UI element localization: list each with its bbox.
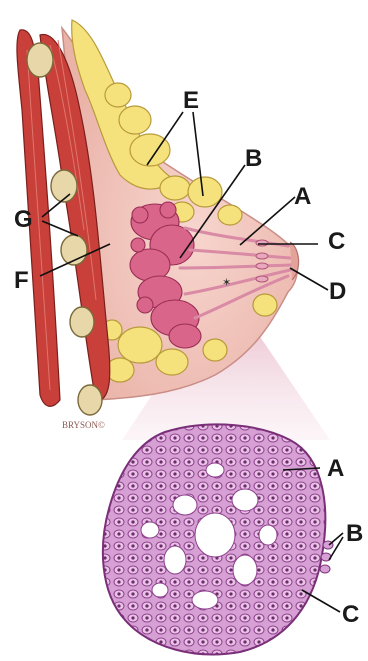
histology-cross-section	[103, 424, 333, 654]
label-d: D	[329, 278, 346, 305]
inset-label-c: C	[342, 601, 359, 628]
label-b: B	[245, 145, 262, 172]
label-f: F	[14, 267, 29, 294]
inset-label-b: B	[346, 520, 363, 547]
label-g: G	[14, 206, 33, 233]
inset-label-a: A	[327, 455, 344, 482]
label-c: C	[328, 228, 345, 255]
artist-signature: BRYSON©	[62, 420, 105, 430]
magnify-point-icon: ✶	[222, 277, 231, 289]
label-a: A	[294, 183, 311, 210]
label-e: E	[183, 87, 199, 114]
